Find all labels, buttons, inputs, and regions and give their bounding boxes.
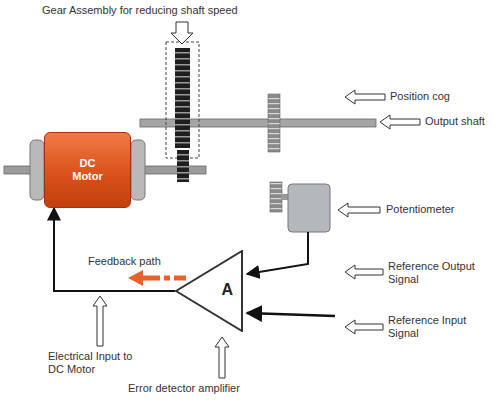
part-label: Feedback path (88, 255, 161, 268)
motor-cap (30, 140, 44, 200)
potentiometer (288, 184, 330, 232)
pointer-arrow (380, 115, 420, 129)
part-label: Reference Output Signal (388, 260, 488, 286)
pointer-arrow (171, 22, 193, 44)
pointer-arrow (345, 90, 385, 104)
part-label: Potentiometer (386, 203, 454, 216)
part-label: Electrical Input to DC Motor (48, 350, 148, 376)
feedback-arrowhead (128, 270, 143, 286)
signal-wire (54, 208, 175, 291)
position-cog (268, 94, 280, 152)
pot-cog (270, 182, 282, 212)
part-label: Reference Input Signal (388, 314, 488, 340)
pointer-arrow (215, 337, 229, 378)
amplifier-triangle: A (175, 250, 243, 332)
reduction-gear (175, 48, 190, 148)
dc-motor: DC Motor (44, 132, 131, 208)
motor-cap (131, 140, 145, 200)
feedback-arrow (142, 276, 186, 281)
part-label: Error detector amplifier (128, 382, 240, 395)
gear-bracket (166, 42, 199, 158)
pointer-arrow (345, 320, 383, 334)
part-label: Gear Assembly for reducing shaft speed (42, 4, 238, 17)
amplifier-label: A (221, 281, 233, 299)
feedback-wire (247, 232, 308, 274)
motor-label: DC Motor (67, 157, 109, 183)
part-label: Output shaft (425, 115, 485, 128)
part-label: Position cog (390, 90, 450, 103)
pinion-gear (177, 150, 189, 182)
pointer-arrow (338, 203, 380, 217)
pointer-arrow (345, 265, 383, 279)
pointer-arrow (93, 296, 107, 346)
input-wire (247, 313, 335, 316)
